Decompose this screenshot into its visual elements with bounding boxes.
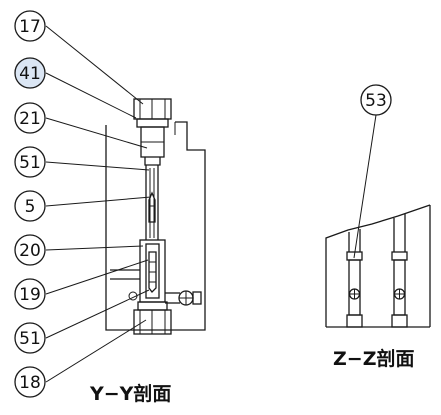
balloon-5: 5 <box>14 190 46 222</box>
balloon-circle <box>14 366 46 398</box>
balloon-19: 19 <box>14 278 46 310</box>
float <box>148 191 156 223</box>
balloon-label: 51 <box>19 329 41 349</box>
top-nut <box>133 98 172 128</box>
balloon-circle <box>14 190 46 222</box>
top-adapter <box>140 126 165 166</box>
balloon-41: 41 <box>14 57 46 89</box>
balloon-circle <box>14 322 46 354</box>
balloon-label: 5 <box>25 197 36 217</box>
balloon-label: 51 <box>19 153 41 173</box>
lower-valve-block <box>110 239 202 306</box>
balloon-callouts: 17 41 21 51 5 20 19 51 18 53 <box>14 10 392 398</box>
balloon-label: 17 <box>19 17 41 37</box>
balloon-circle <box>14 102 46 134</box>
leader-53 <box>353 114 377 259</box>
balloon-51: 51 <box>14 146 46 178</box>
z-z-break-top <box>325 204 431 327</box>
balloon-circle <box>360 84 392 116</box>
balloon-circle <box>14 57 46 89</box>
top-nut-collar <box>136 118 169 128</box>
y-y-section-title: Y−Y剖面 <box>89 382 171 405</box>
flow-tube <box>145 165 159 240</box>
balloon-circle <box>14 146 46 178</box>
z-tube-right <box>391 214 408 328</box>
leader-lines-left <box>45 25 152 383</box>
balloon-17: 17 <box>14 10 46 42</box>
balloon-53: 53 <box>360 84 392 116</box>
balloon-21: 21 <box>14 102 46 134</box>
z-tube-left <box>346 229 363 328</box>
balloon-label: 41 <box>19 64 41 84</box>
balloon-label: 20 <box>19 241 41 261</box>
balloon-label: 53 <box>365 91 387 111</box>
balloon-label: 21 <box>19 109 41 129</box>
balloon-circle <box>14 10 46 42</box>
y-y-section-view <box>105 98 206 335</box>
balloon-label: 18 <box>19 373 41 393</box>
z-z-section-view <box>325 114 431 328</box>
bottom-nut <box>133 301 172 335</box>
balloon-circle <box>14 278 46 310</box>
balloon-20: 20 <box>14 234 46 266</box>
body-outline <box>105 121 206 331</box>
balloon-circle <box>14 234 46 266</box>
balloon-18: 18 <box>14 366 46 398</box>
z-z-section-title: Z−Z剖面 <box>333 347 414 370</box>
balloon-label: 19 <box>19 285 41 305</box>
balloon-51: 51 <box>14 322 46 354</box>
